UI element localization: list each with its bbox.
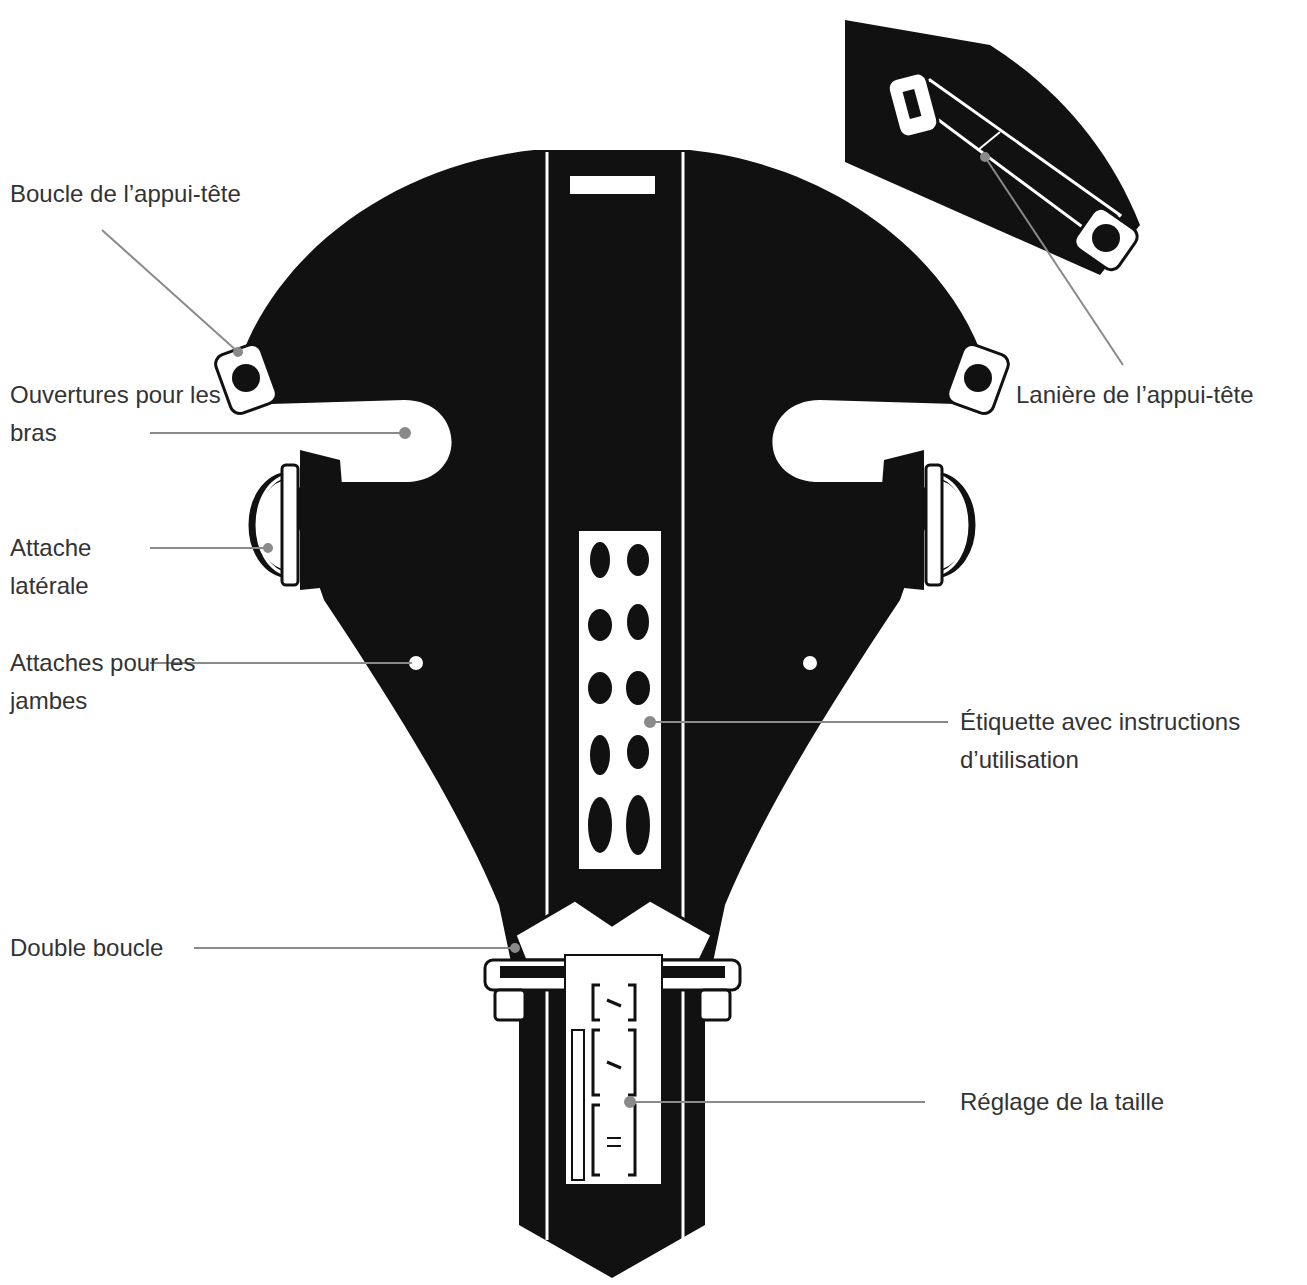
side-attachment: [253, 450, 972, 590]
seam: [682, 152, 685, 1240]
part-label: Lanière de l’appui-tête: [1016, 376, 1302, 414]
leg-snap: [803, 656, 817, 670]
part-label: Ouvertures pour les bras: [10, 376, 225, 452]
waist-label: [565, 955, 662, 1185]
part-label: Attache latérale: [10, 529, 140, 605]
instruction-label: [578, 530, 662, 870]
leader-lines: [102, 153, 1123, 1107]
part-label: Attaches pour les jambes: [10, 644, 225, 720]
part-label: Boucle de l’appui-tête: [10, 175, 330, 213]
carrier-body: [234, 150, 990, 1278]
part-label: Double boucle: [10, 929, 190, 967]
seam: [546, 152, 549, 1240]
pictograms: [588, 542, 650, 855]
headrest-buckle: [213, 342, 1011, 417]
part-label: Étiquette avec instructions d’utilisatio…: [960, 703, 1280, 779]
part-label: Réglage de la taille: [960, 1083, 1260, 1121]
headrest-inset: [845, 20, 1141, 275]
top-tag: [570, 176, 655, 194]
